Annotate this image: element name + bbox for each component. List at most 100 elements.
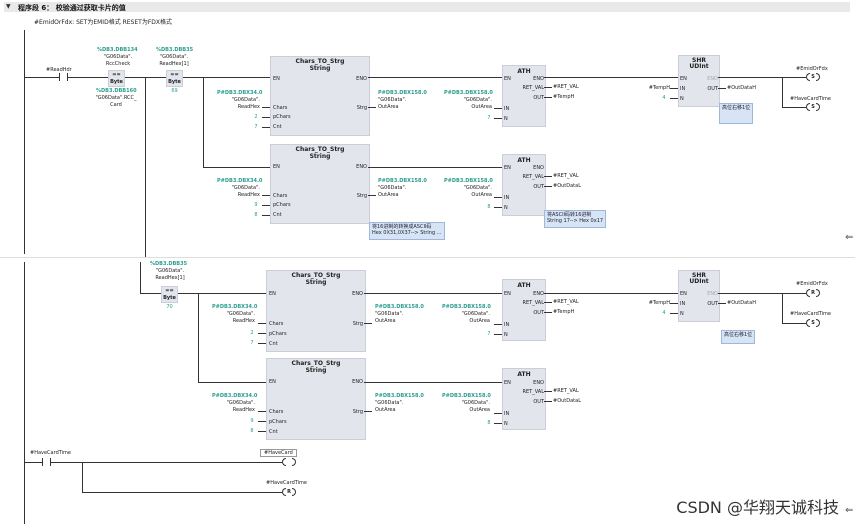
coil-label: #HaveCardTime [266, 480, 307, 486]
in-tag: P#DB3.DBX34.0 [212, 393, 258, 399]
pin-en: EN [269, 291, 276, 297]
chars-to-strg-block[interactable]: Chars_TO_Strg String EN ENO Chars pChars… [270, 56, 370, 136]
chars-to-strg-block[interactable]: Chars_TO_Strg String EN ENO Chars pChars… [270, 144, 370, 224]
cmp1-addr2: %DB3.DBB160 [96, 88, 137, 94]
pin-out: OUT [707, 86, 718, 92]
coil-label: #HaveCardTime [790, 311, 831, 317]
ath-block[interactable]: ATH EN ENO RET_VAL OUT IN N [502, 279, 546, 341]
pin-n: N [504, 116, 508, 122]
reset-coil[interactable]: R [282, 488, 296, 496]
reset-coil[interactable]: R [806, 289, 820, 297]
ath-block[interactable]: ATH EN ENO RET_VAL OUT IN N [502, 65, 546, 127]
out-tag: #OutDataL [553, 183, 581, 189]
in-field: OutArea [469, 318, 490, 324]
note-callout[interactable]: 高位右移1位 [721, 330, 756, 344]
note-callout[interactable]: 将16进制的转换成ASCII码 Hex 0X31,0X37--> String … [369, 222, 445, 240]
n-val: 7 [487, 331, 491, 337]
collapse-icon[interactable]: ▼ [6, 3, 11, 10]
block-subtitle: String [309, 153, 331, 160]
pin-cnt: Cnt [269, 341, 278, 347]
compare-equal-block[interactable]: == Byte [161, 286, 178, 303]
pin-en: EN [504, 76, 511, 82]
pin-eno: ENO [707, 291, 718, 297]
shr-block[interactable]: SHR UDInt EN ENO IN N OUT [678, 55, 720, 107]
pin-en: EN [504, 291, 511, 297]
pin-n: N [680, 96, 684, 102]
set-coil[interactable]: S [806, 103, 820, 111]
in-name: "G06Data". [231, 185, 260, 191]
in-field: ReadHex [232, 407, 255, 413]
pin-strg: Strg [352, 321, 363, 327]
pin-retval: RET_VAL [522, 174, 545, 180]
pin-out: OUT [707, 301, 718, 307]
cmp2-addr: %DB3.DBB35 [156, 47, 194, 53]
pin-chars: Chars [269, 321, 284, 327]
n-val: 4 [662, 95, 666, 101]
pin-in: IN [504, 195, 510, 201]
pin-pchars: pChars [273, 114, 291, 120]
in-field: ReadHex [237, 104, 260, 110]
ath-block[interactable]: ATH EN ENO RET_VAL OUT IN N [502, 368, 546, 430]
normally-open-contact[interactable] [42, 458, 51, 466]
in-field: OutArea [471, 104, 492, 110]
chars-to-strg-block[interactable]: Chars_TO_Strg String EN ENO Chars pChars… [266, 358, 366, 440]
cnt-val: 7 [254, 124, 258, 130]
normally-open-contact[interactable] [59, 73, 68, 81]
block-title: Chars_TO_Strg [291, 272, 341, 279]
cmp-op: == [165, 288, 174, 294]
set-coil[interactable]: S [806, 73, 820, 81]
block-title: SHR [692, 57, 706, 64]
out-field: OutArea [375, 407, 396, 413]
set-coil[interactable]: S [806, 319, 820, 327]
wire [670, 313, 678, 314]
coil-label[interactable]: #HaveCard [260, 449, 297, 457]
in-field: ReadHex [232, 318, 255, 324]
wire [258, 431, 266, 432]
pchars-val: 9 [250, 418, 254, 424]
pin-in: IN [504, 106, 510, 112]
wire [718, 303, 726, 304]
wire [494, 108, 502, 109]
left-power-rail [24, 262, 25, 524]
contact-label: #HaveCardTime [30, 450, 71, 456]
note-callout[interactable]: 高位右移1位 [719, 103, 754, 124]
wire [82, 462, 83, 492]
in-name: "G06Data". [226, 311, 255, 317]
compare-equal-block[interactable]: == Byte [108, 70, 125, 87]
wire [494, 118, 502, 119]
segment-header[interactable] [4, 2, 850, 12]
out-tag: #OutDataH [727, 300, 756, 306]
output-coil[interactable] [282, 458, 296, 466]
wire [544, 77, 678, 78]
wire [258, 411, 266, 412]
note-line: String 17--> Hex 0x17 [547, 218, 604, 224]
scroll-left-icon[interactable]: ⇐ [845, 505, 854, 516]
retval-tag: #RET_VAL [553, 388, 579, 394]
wire [198, 293, 199, 383]
chars-to-strg-block[interactable]: Chars_TO_Strg String EN ENO Chars pChars… [266, 270, 366, 352]
in-tag: P#DB3.DBX158.0 [442, 393, 491, 399]
in-name: "G06Data". [461, 311, 490, 317]
retval-tag: #RET_VAL [553, 299, 579, 305]
wire [718, 77, 806, 78]
out-tag: #TempH [553, 94, 575, 100]
compare-equal-block[interactable]: == Byte [166, 70, 183, 87]
ath-block[interactable]: ATH EN ENO RET_VAL OUT IN N [502, 154, 546, 216]
wire [782, 77, 783, 107]
cmp-name: "G06Data". [155, 268, 185, 274]
note-line: 将16进制的转换成ASCII码 [372, 224, 432, 230]
wire [494, 423, 502, 424]
wire [544, 391, 552, 392]
shr-block[interactable]: SHR UDInt EN ENO IN N OUT [678, 270, 720, 322]
pin-n: N [504, 332, 508, 338]
pin-retval: RET_VAL [522, 300, 545, 306]
note-callout[interactable]: 将ASCII码转16进制 String 17--> Hex 0x17 [544, 210, 607, 228]
segment-comment[interactable]: #EmidOrFdx: SET为EMID格式 RESET为FDX格式 [34, 19, 173, 26]
n-val: 7 [487, 115, 491, 121]
cmp-addr: %DB3.DBB35 [150, 261, 188, 267]
watermark: CSDN @华翔天诚科技 [676, 498, 839, 517]
block-subtitle: String [309, 65, 331, 72]
scroll-left-icon[interactable]: ⇐ [845, 232, 854, 243]
wire [368, 167, 502, 168]
cmp-type: Byte [110, 79, 123, 85]
